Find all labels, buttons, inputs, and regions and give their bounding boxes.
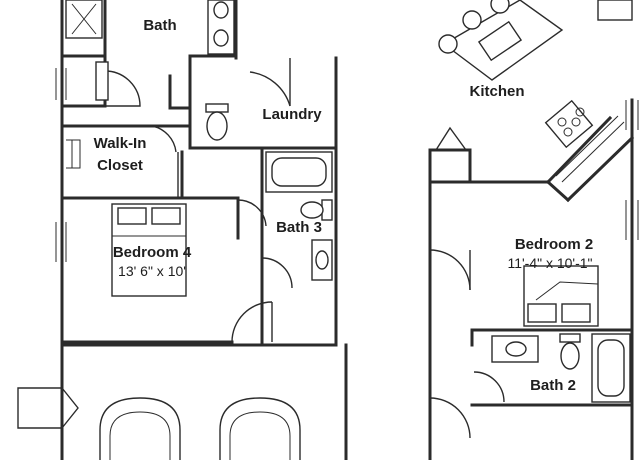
kitchen-sink-icon	[477, 20, 523, 62]
room-label-bedroom-4: Bedroom 4	[113, 244, 192, 261]
pillow-icon	[561, 303, 591, 323]
sink-icon	[315, 250, 329, 270]
sink-icon	[213, 29, 229, 47]
room-label-bedroom-2: Bedroom 2	[515, 236, 593, 253]
room-label-kitchen: Kitchen	[469, 83, 524, 100]
bathtub-inner-icon	[597, 339, 625, 397]
left-wing-walls	[60, 0, 348, 460]
bar-stool-icon	[438, 34, 458, 54]
bar-stool-icon	[462, 10, 482, 30]
sink-icon	[213, 1, 229, 19]
burner-icon	[575, 107, 585, 117]
room-label-bath-2: Bath 2	[530, 377, 576, 394]
burner-icon	[563, 127, 573, 137]
room-dimensions-bedroom-4: 13' 6" x 10'	[118, 263, 186, 279]
left-wing-fixtures	[65, 0, 333, 460]
toilet-tank-icon	[205, 103, 229, 113]
vanity-icon	[491, 335, 539, 363]
room-label-bath-3: Bath 3	[276, 219, 322, 236]
right-wing-fixtures	[438, 0, 633, 403]
left-wing-doors	[17, 58, 293, 429]
burner-icon	[571, 117, 581, 127]
refrigerator-icon	[597, 0, 633, 21]
right-wing-doors	[429, 100, 639, 439]
car-icon	[99, 397, 181, 460]
room-dimensions-bedroom-2: 11'-4" x 10'-1"	[507, 255, 592, 271]
pillow-icon	[151, 207, 181, 225]
pillow-icon	[117, 207, 147, 225]
toilet-icon	[206, 111, 228, 141]
room-label-bath: Bath	[143, 17, 176, 34]
room-label-walk-in-closet-line2: Closet	[97, 157, 143, 174]
bathtub-inner-icon	[271, 157, 327, 187]
toilet-icon	[300, 201, 324, 219]
linen-shelf-icon	[95, 61, 109, 101]
car-icon	[219, 397, 301, 460]
bar-stool-icon	[490, 0, 510, 14]
cooktop-icon	[544, 99, 594, 149]
burner-icon	[557, 117, 567, 127]
pillow-icon	[527, 303, 557, 323]
room-labels: Bath Kitchen Laundry Walk-In Closet Bath…	[94, 17, 594, 394]
room-label-walk-in-closet: Walk-In	[94, 135, 147, 152]
toilet-tank-icon	[559, 333, 581, 343]
right-wing-walls	[428, 98, 635, 460]
toilet-icon	[560, 342, 580, 370]
room-label-laundry: Laundry	[262, 106, 322, 123]
sink-icon	[505, 341, 527, 357]
